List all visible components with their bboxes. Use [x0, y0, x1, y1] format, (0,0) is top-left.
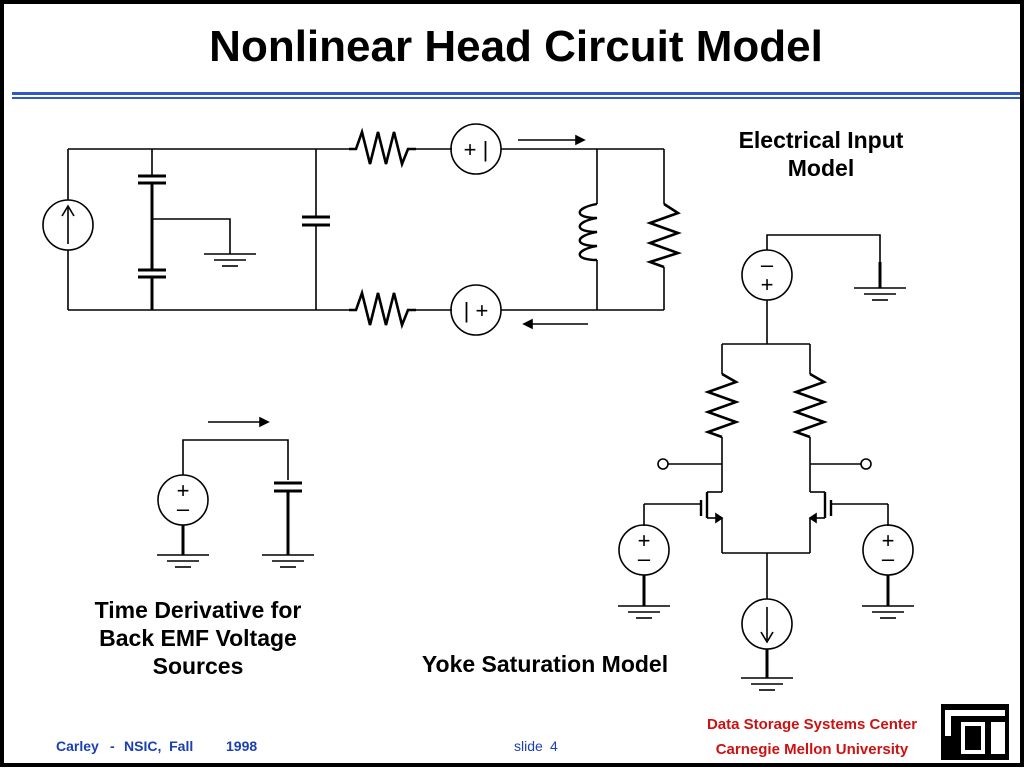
ground-icon	[152, 218, 256, 267]
caption-time-derivative: Time Derivative for Back EMF Voltage Sou…	[94, 597, 302, 679]
footer-author: Carley	[56, 738, 99, 754]
left-bias-polarity-top: +	[638, 528, 651, 553]
emf-source-polarity-bottom: –	[177, 496, 190, 521]
footer-separator: -	[110, 738, 115, 754]
arrow-left-icon	[522, 318, 588, 330]
load-resistor-icon	[645, 149, 683, 310]
split-capacitor-icon	[138, 149, 166, 310]
time-derivative-circuit	[157, 416, 314, 568]
arrow-right-icon	[208, 416, 270, 428]
footer-year: 1998	[226, 738, 258, 754]
capacitor-icon	[274, 481, 302, 555]
current-source-icon	[42, 199, 94, 251]
footer-slide-number: 4	[550, 738, 558, 754]
tail-current-source-icon	[741, 598, 793, 650]
footer-slide-label: slide	[514, 738, 543, 754]
shunt-capacitor-icon	[302, 149, 330, 310]
left-output-terminal	[657, 458, 669, 470]
title-rule-bottom	[12, 97, 1020, 99]
circuit-diagram: + | | + – + + – + – + –	[42, 123, 914, 691]
right-bias-polarity-top: +	[882, 528, 895, 553]
yoke-saturation-circuit	[618, 234, 914, 691]
org-line-2: Carnegie Mellon University	[715, 741, 909, 758]
cmu-logo-icon	[941, 704, 1009, 760]
left-bias-polarity-bottom: –	[638, 546, 651, 571]
bottom-series-polarity: | +	[464, 298, 489, 323]
arrow-right-icon	[518, 134, 586, 146]
footer-course: NSIC, Fall	[124, 738, 194, 754]
top-resistor-icon	[349, 127, 416, 169]
head-circuit	[42, 123, 683, 336]
org-line-1: Data Storage Systems Center	[706, 716, 918, 733]
caption-electrical-input: Electrical Input Model	[738, 127, 904, 181]
input-source-polarity-bottom: +	[761, 272, 774, 297]
right-bias-polarity-bottom: –	[882, 546, 895, 571]
top-series-polarity: + |	[464, 137, 489, 162]
left-collector-resistor-icon	[704, 372, 740, 439]
emf-source-polarity-top: +	[177, 478, 190, 503]
title-rule-top	[12, 92, 1020, 95]
inductor-icon	[578, 149, 598, 310]
right-collector-resistor-icon	[792, 372, 828, 439]
input-source-polarity-top: –	[761, 252, 774, 277]
bottom-resistor-icon	[349, 288, 416, 330]
left-transistor-icon	[644, 491, 724, 553]
right-output-terminal	[860, 458, 872, 470]
right-transistor-icon	[808, 491, 888, 553]
page-title: Nonlinear Head Circuit Model	[209, 22, 823, 71]
caption-yoke-saturation: Yoke Saturation Model	[421, 651, 669, 677]
